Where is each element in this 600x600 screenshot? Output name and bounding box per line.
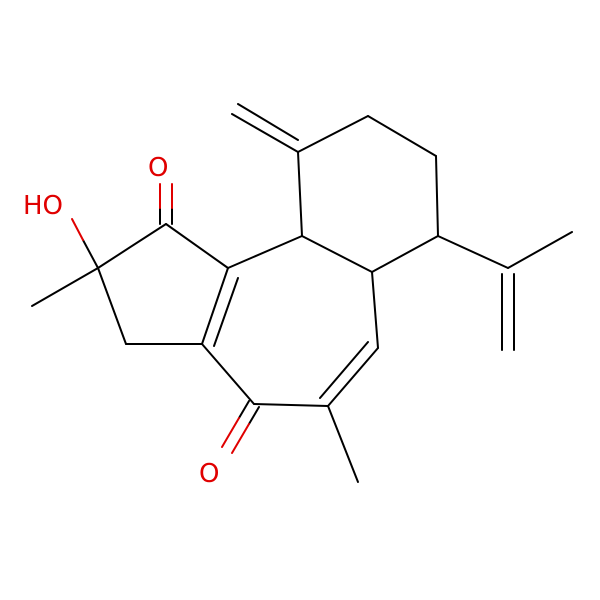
quaternary-methyl-bond (31, 267, 99, 307)
cyclopentanone-ring (97, 223, 229, 345)
hydroxyl-bond-carbon (82, 239, 99, 269)
ring-methyl-bond (327, 405, 359, 483)
top-ketone-double-bond (159, 183, 173, 225)
cycloheptadienone-ring (201, 235, 379, 407)
bottom-ketone-oxygen-label: O (199, 459, 219, 489)
cyclohexane-ring (297, 115, 439, 273)
hydroxyl-bond-oxygen (71, 218, 84, 241)
top-ketone-oxygen-label: O (148, 153, 168, 183)
bottom-ketone-double-bond (221, 400, 260, 454)
hydroxyl-label: HO (23, 191, 63, 221)
methylene-double-bond (231, 103, 299, 153)
isopropenyl-group (437, 231, 573, 351)
